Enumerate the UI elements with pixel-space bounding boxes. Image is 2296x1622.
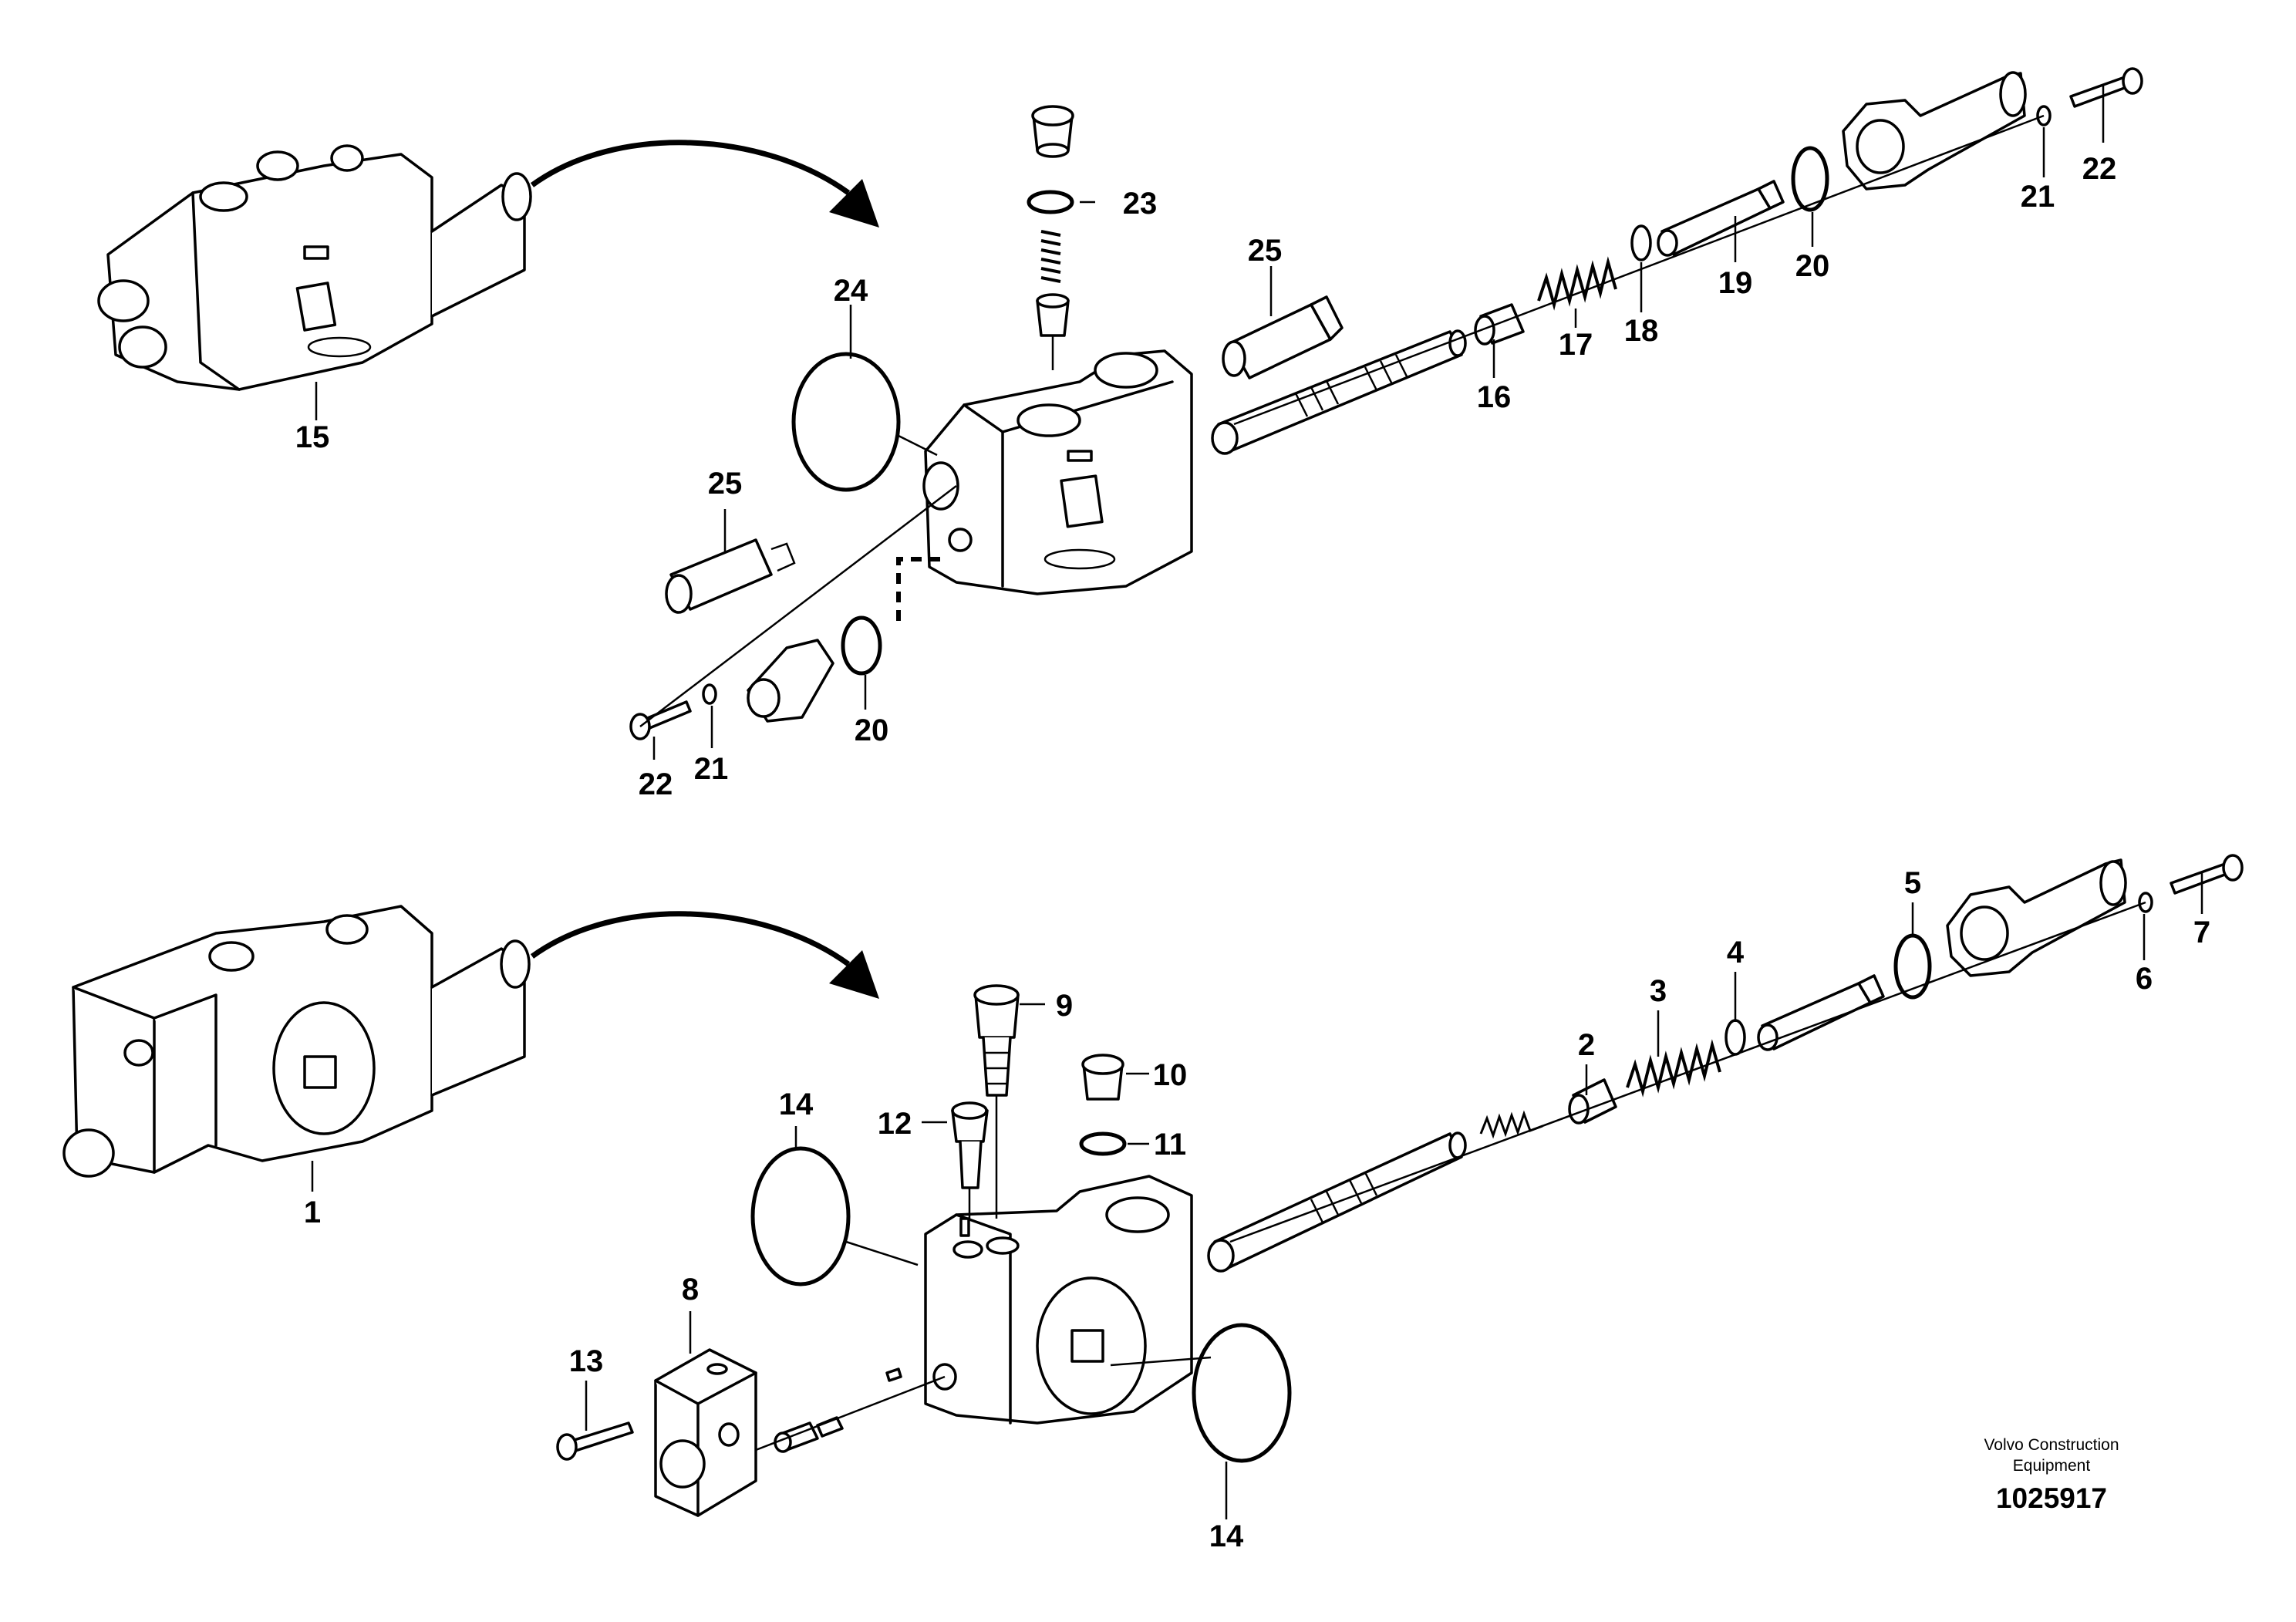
callout-8: 8 (682, 1273, 699, 1307)
callout-20-right: 20 (1795, 249, 1830, 283)
o-ring-20-top-right (1791, 146, 1829, 212)
callout-1: 1 (304, 1195, 321, 1229)
check-valve-small (774, 1367, 902, 1453)
callout-13: 13 (569, 1344, 604, 1378)
spring-3 (1626, 1039, 1721, 1098)
drawing-number: 1025917 (1996, 1482, 2107, 1514)
callout-4: 4 (1727, 936, 1745, 969)
callout-6: 6 (2136, 962, 2153, 996)
leader-lines-top (315, 85, 2105, 760)
o-ring-20-left (841, 615, 882, 676)
callout-14-top: 14 (779, 1088, 814, 1121)
relief-valve-25-right (1222, 295, 1344, 379)
callout-25-right: 25 (1248, 234, 1283, 268)
assembled-valve-section-top (97, 144, 532, 391)
brand-line-1: Volvo Construction (1984, 1436, 2119, 1454)
callout-21-right: 21 (2021, 180, 2055, 214)
o-ring-11 (1079, 1131, 1127, 1156)
assembled-valve-section-bottom (62, 905, 531, 1178)
adapter-block-8 (654, 1348, 757, 1517)
curved-arrow-top-head (829, 179, 879, 228)
o-ring-14-right (1192, 1323, 1292, 1463)
callout-24: 24 (834, 274, 868, 308)
relief-valve-25-left (665, 538, 796, 614)
curved-arrow-bottom (530, 911, 851, 966)
callout-22-left: 22 (639, 767, 673, 801)
callout-16: 16 (1477, 380, 1512, 414)
callout-14-bottom: 14 (1209, 1519, 1244, 1553)
callout-18: 18 (1624, 314, 1659, 348)
valve-cartridge-9 (973, 984, 1020, 1097)
end-cap-top (1842, 71, 2027, 191)
curved-arrow-bottom-head (829, 950, 879, 999)
callout-2: 2 (1578, 1028, 1595, 1062)
callout-19: 19 (1718, 266, 1753, 300)
plug-10 (1081, 1054, 1124, 1101)
callout-12: 12 (878, 1107, 912, 1141)
plug-top (1031, 105, 1074, 158)
leader-lines-bottom (311, 872, 2203, 1519)
hidden-path-dashed (896, 557, 941, 621)
o-ring-5 (1893, 933, 1932, 1000)
callout-labels-bottom: 1 9 10 11 12 14 14 8 13 2 3 4 5 6 7 (304, 866, 2210, 1553)
callout-9: 9 (1056, 989, 1073, 1023)
screw-13 (556, 1421, 634, 1461)
o-ring-24 (791, 352, 901, 492)
screw-22-top-right (2069, 67, 2143, 108)
o-ring-23 (1027, 190, 1074, 214)
callout-23: 23 (1123, 187, 1158, 221)
callout-20-left: 20 (855, 713, 889, 747)
screw-7 (2170, 854, 2244, 895)
sleeve-16 (1474, 303, 1525, 346)
drawing-footer: Volvo Construction Equipment 1025917 (1984, 1436, 2119, 1514)
brand-line-2: Equipment (2013, 1457, 2091, 1475)
callout-11: 11 (1154, 1128, 1186, 1162)
bolt-bottom (1757, 974, 1885, 1051)
callout-10: 10 (1153, 1058, 1188, 1092)
end-cap-bottom (1946, 858, 2127, 977)
callout-15: 15 (295, 420, 330, 454)
retainer-4 (1725, 1019, 1746, 1056)
curved-arrow-top (530, 140, 851, 195)
callout-3: 3 (1650, 974, 1667, 1008)
bolt-19 (1657, 180, 1785, 257)
screw-22-left (629, 700, 692, 740)
callout-22-right: 22 (2082, 152, 2117, 186)
spring-top-small (1040, 230, 1061, 283)
valve-housing-bottom (924, 1175, 1193, 1425)
valve-cartridge-12 (951, 1101, 989, 1189)
retainer-18 (1630, 224, 1652, 261)
poppet-top (1036, 293, 1070, 337)
callout-21-left: 21 (694, 752, 729, 786)
washer-21-left (702, 683, 717, 705)
callout-7: 7 (2193, 916, 2210, 949)
spring-small-bottom (1479, 1110, 1543, 1139)
pin-small (959, 1217, 970, 1237)
callout-17: 17 (1559, 328, 1593, 362)
cap-20-left (747, 639, 834, 723)
callout-labels-top: 15 23 24 25 25 16 17 18 19 20 21 22 20 2… (295, 152, 2117, 801)
o-ring-14-left (750, 1146, 851, 1286)
valve-housing-top (922, 349, 1193, 595)
callout-25-left: 25 (708, 467, 743, 501)
callout-5: 5 (1904, 866, 1921, 900)
